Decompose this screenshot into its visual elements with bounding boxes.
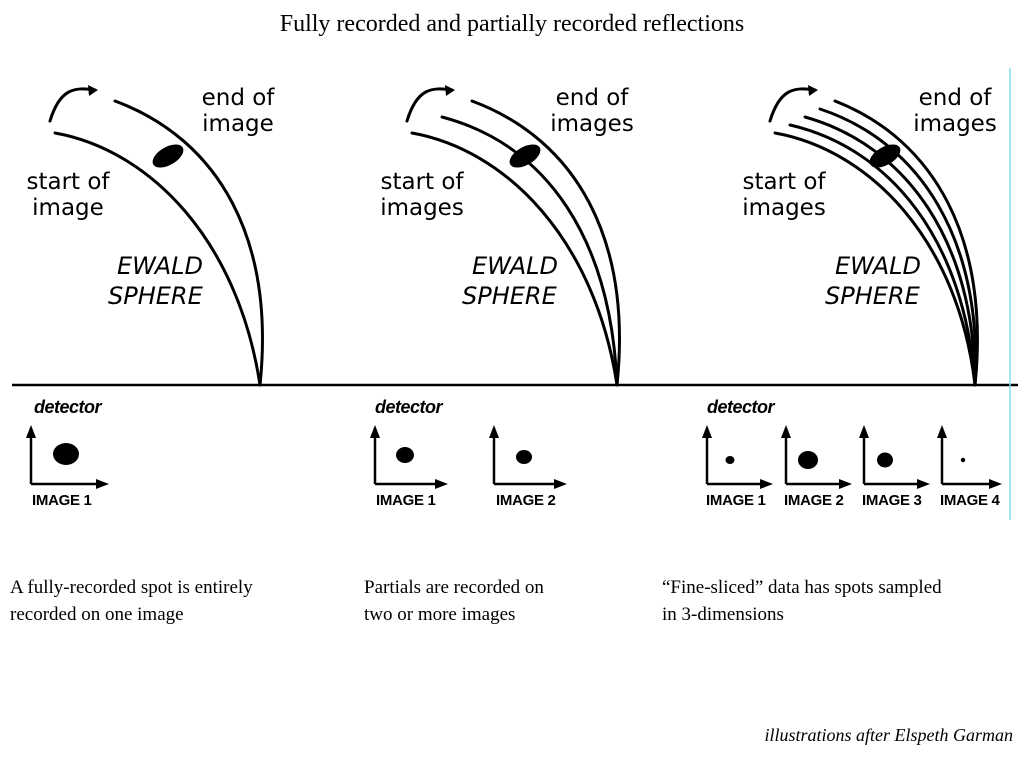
image-frame-2: IMAGE 2 xyxy=(489,425,567,509)
caption-line1: Partials are recorded on xyxy=(364,577,544,598)
ewald-sphere-arc-1 xyxy=(410,131,619,387)
panel-fine-sliced: end of images start of images EWALD SPHE… xyxy=(662,85,1002,625)
panel-fully-recorded: end of image start of image EWALD SPHERE… xyxy=(10,85,275,625)
y-axis-arrowhead xyxy=(781,425,791,438)
end-of-images-label-line2: images xyxy=(913,111,997,137)
rotation-arrow-head xyxy=(445,85,455,96)
image-label: IMAGE 3 xyxy=(862,492,922,509)
ewald-label-line2: SPHERE xyxy=(462,282,558,310)
reflection-spot xyxy=(509,144,541,168)
y-axis-arrowhead xyxy=(489,425,499,438)
y-axis-arrowhead xyxy=(859,425,869,438)
image-label: IMAGE 4 xyxy=(940,492,1001,509)
image-frame-1: IMAGE 1 xyxy=(702,425,773,509)
caption-line2: in 3-dimensions xyxy=(662,604,784,625)
x-axis-arrowhead xyxy=(554,479,567,489)
detector-label: detector xyxy=(375,397,444,417)
image-label: IMAGE 2 xyxy=(784,492,844,509)
x-axis-arrowhead xyxy=(435,479,448,489)
start-of-images-label-line2: images xyxy=(742,195,826,221)
reflection-spot xyxy=(869,144,901,168)
image-label: IMAGE 1 xyxy=(376,492,436,509)
rotation-arrow-arc xyxy=(48,87,97,123)
end-of-images-label-line1: end of xyxy=(919,85,993,111)
reflection-spot xyxy=(152,144,184,168)
detector-spot-dot xyxy=(960,457,966,463)
caption-line2: recorded on one image xyxy=(10,604,184,625)
detector-spot-medium xyxy=(798,451,818,469)
detector-spot-medium xyxy=(396,447,414,463)
y-axis-arrowhead xyxy=(702,425,712,438)
panel-partially-recorded: end of images start of images EWALD SPHE… xyxy=(364,85,634,625)
ewald-sphere-end-arc xyxy=(113,99,264,387)
y-axis-arrowhead xyxy=(937,425,947,438)
ewald-sphere-arc-2 xyxy=(440,115,619,387)
image-frame-2: IMAGE 2 xyxy=(781,425,852,509)
ewald-label-line2: SPHERE xyxy=(825,282,921,310)
detector-label: detector xyxy=(34,397,103,417)
x-axis-arrowhead xyxy=(760,479,773,489)
caption-line1: “Fine-sliced” data has spots sampled xyxy=(662,577,942,598)
start-of-images-label-line2: images xyxy=(380,195,464,221)
ewald-sphere-start-arc xyxy=(53,131,262,387)
ewald-sphere-arc-3 xyxy=(803,115,977,387)
y-axis-arrowhead xyxy=(26,425,36,438)
end-of-images-label-line2: images xyxy=(550,111,634,137)
slide-title: Fully recorded and partially recorded re… xyxy=(280,11,744,37)
rotation-arrow-head xyxy=(808,85,818,96)
rotation-arrow-head xyxy=(88,85,98,96)
rotation-arrow-arc xyxy=(405,87,454,123)
x-axis-arrowhead xyxy=(917,479,930,489)
start-of-images-label-line1: start of xyxy=(742,169,826,195)
image-label: IMAGE 2 xyxy=(496,492,556,509)
image-label: IMAGE 1 xyxy=(32,492,92,509)
end-of-image-label-line1: end of xyxy=(202,85,276,111)
x-axis-arrowhead xyxy=(96,479,109,489)
ewald-label-line2: SPHERE xyxy=(108,282,204,310)
illustration-credit: illustrations after Elspeth Garman xyxy=(764,725,1013,745)
image-frame-4: IMAGE 4 xyxy=(937,425,1002,509)
start-of-image-label-line1: start of xyxy=(26,169,110,195)
ewald-sphere-arc-4 xyxy=(818,107,978,387)
ewald-sphere-arc-5 xyxy=(833,99,979,387)
start-of-images-label-line1: start of xyxy=(380,169,464,195)
image-frame-3: IMAGE 3 xyxy=(859,425,930,509)
caption-line2: two or more images xyxy=(364,604,515,625)
end-of-images-label-line1: end of xyxy=(556,85,630,111)
detector-spot-small xyxy=(516,450,532,464)
ewald-sphere-arc-3 xyxy=(470,99,621,387)
ewald-label-line1: EWALD xyxy=(835,252,921,280)
detector-spot-small xyxy=(877,452,893,468)
rotation-arrow-arc xyxy=(768,87,817,123)
ewald-label-line1: EWALD xyxy=(472,252,558,280)
detector-label: detector xyxy=(707,397,776,417)
start-of-image-label-line2: image xyxy=(32,195,104,221)
image-frame-1: IMAGE 1 xyxy=(26,425,109,509)
detector-spot-large xyxy=(53,443,79,465)
y-axis-arrowhead xyxy=(370,425,380,438)
image-frame-1: IMAGE 1 xyxy=(370,425,448,509)
x-axis-arrowhead xyxy=(839,479,852,489)
x-axis-arrowhead xyxy=(989,479,1002,489)
image-label: IMAGE 1 xyxy=(706,492,766,509)
detector-spot-tiny xyxy=(725,456,735,464)
ewald-sphere-arc-1 xyxy=(773,131,977,387)
end-of-image-label-line2: image xyxy=(202,111,274,137)
ewald-sphere-arc-2 xyxy=(788,123,977,387)
caption-line1: A fully-recorded spot is entirely xyxy=(10,577,253,598)
ewald-label-line1: EWALD xyxy=(117,252,203,280)
